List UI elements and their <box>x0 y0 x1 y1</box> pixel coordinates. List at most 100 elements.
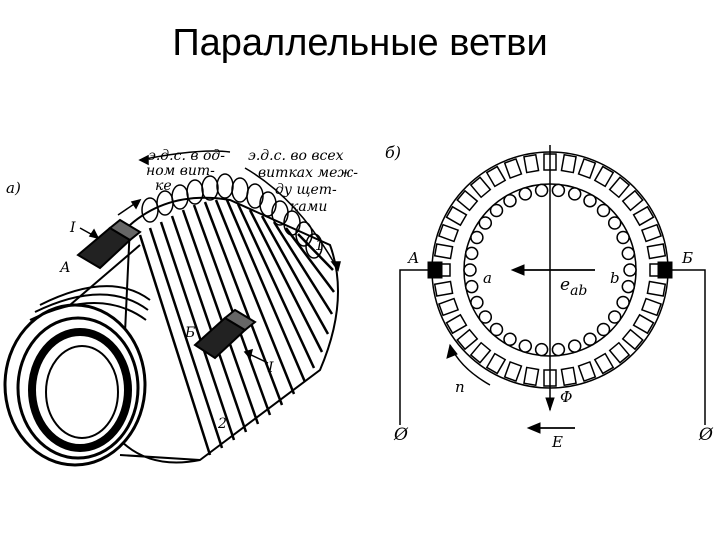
commutator-segment <box>445 205 468 227</box>
emf-one-turn-line1: э.д.с. в од- <box>148 148 225 164</box>
external-circuit <box>399 269 706 425</box>
emf-all-turns-line3: ду щет- <box>275 182 337 198</box>
commutator-segment <box>632 205 655 227</box>
brush-A <box>76 218 142 270</box>
panel-label-a: а) <box>6 179 21 197</box>
commutator-segment <box>503 157 523 180</box>
winding-loop <box>607 216 622 230</box>
commutator-segment <box>593 352 615 375</box>
commutator-segment <box>608 341 631 364</box>
commutator-segment <box>523 153 540 174</box>
commutator-segment <box>640 223 663 243</box>
terminal-left: Ø <box>393 425 409 445</box>
winding-loop <box>551 342 566 357</box>
commutator-segment <box>577 157 597 180</box>
commutator-segment <box>437 297 460 317</box>
winding-loop <box>503 193 517 208</box>
commutator-segment <box>560 366 577 387</box>
emf-one-turn-line2: ном вит- <box>146 163 215 179</box>
winding-loop <box>621 246 636 261</box>
commutator-segment <box>485 352 507 375</box>
end-turn-loops <box>141 173 323 259</box>
commutator-segment <box>469 341 492 364</box>
winding-coils <box>463 183 637 357</box>
commutator-segment <box>456 328 479 351</box>
emf-all-turns-line2: витках меж- <box>258 165 358 181</box>
label-2: 2 <box>217 416 227 432</box>
emf-all-turns-line1: э.д.с. во всех <box>248 148 344 164</box>
winding-loop <box>470 230 484 245</box>
figure-a-labels: а) э.д.с. в од- ном вит- ке э.д.с. во вс… <box>6 148 358 432</box>
label-emf: eab <box>560 275 587 299</box>
winding-loop <box>551 183 566 198</box>
commutator-segment <box>577 360 597 383</box>
winding-loop <box>607 310 622 324</box>
label-rotation-n: n <box>455 378 465 396</box>
commutator-segment <box>621 328 644 351</box>
brush-A-symbol <box>427 261 443 279</box>
winding-loop <box>567 187 582 201</box>
label-I-top: I <box>69 220 76 236</box>
winding-loop <box>583 332 597 347</box>
commutator-segment <box>469 176 492 199</box>
commutator-segment <box>433 280 454 297</box>
winding-loop <box>489 203 504 218</box>
commutator-segment <box>621 189 644 212</box>
winding-loop <box>623 263 637 277</box>
pointer-arrows <box>79 150 341 364</box>
commutator-segment <box>640 297 663 317</box>
winding-loop <box>616 295 630 310</box>
winding-loop <box>489 322 504 337</box>
winding-loop <box>463 263 477 277</box>
label-I-bottom: I <box>267 360 274 376</box>
winding-loop <box>464 279 479 294</box>
commutator-segment <box>433 243 454 260</box>
winding-loop <box>534 342 549 357</box>
label-1: 1 <box>315 238 324 254</box>
commutator-segment <box>593 165 615 188</box>
winding-loop <box>503 332 517 347</box>
label-brush-A-b: А <box>407 249 419 267</box>
commutator-segment <box>456 189 479 212</box>
winding-loop <box>596 203 611 218</box>
commutator-segment <box>503 360 523 383</box>
commutator-segment <box>437 223 460 243</box>
commutator-segment <box>608 176 631 199</box>
brush-B-symbol <box>657 261 673 279</box>
figure-b-labels: б) А Б a b eab n Ф E Ø Ø <box>385 143 714 451</box>
commutator-segment <box>485 165 507 188</box>
winding-loop <box>470 295 484 310</box>
label-point-a: a <box>483 269 492 287</box>
winding-loop <box>621 279 636 294</box>
armature-slots <box>138 199 335 456</box>
page-title: Параллельные ветви <box>172 22 548 64</box>
emf-all-turns-line4: ками <box>290 199 327 215</box>
commutator-end <box>3 244 201 467</box>
panel-label-b: б) <box>385 143 401 162</box>
label-brush-A: А <box>59 260 71 276</box>
commutator-segment <box>560 153 577 174</box>
commutator-segment <box>523 366 540 387</box>
figure-b-schematic <box>399 145 706 434</box>
commutator-segment <box>646 280 667 297</box>
figure-a-armature <box>3 150 341 467</box>
winding-loop <box>583 193 597 208</box>
terminal-right: Ø <box>698 425 714 445</box>
winding-loop <box>518 187 533 201</box>
emf-one-turn-line3: ке <box>155 178 172 194</box>
commutator-segment <box>445 313 468 335</box>
winding-loop <box>478 310 493 324</box>
brush-B <box>193 308 257 360</box>
label-E: E <box>551 433 563 451</box>
commutator-segment <box>646 243 667 260</box>
label-point-b: b <box>610 269 620 287</box>
winding-loop <box>567 339 582 353</box>
label-brush-B: Б <box>184 325 195 341</box>
winding-loop <box>478 216 493 230</box>
winding-loop <box>534 183 549 198</box>
label-flux: Ф <box>560 388 572 406</box>
commutator-segment <box>632 313 655 335</box>
winding-loop <box>596 322 611 337</box>
winding-loop <box>616 230 630 245</box>
